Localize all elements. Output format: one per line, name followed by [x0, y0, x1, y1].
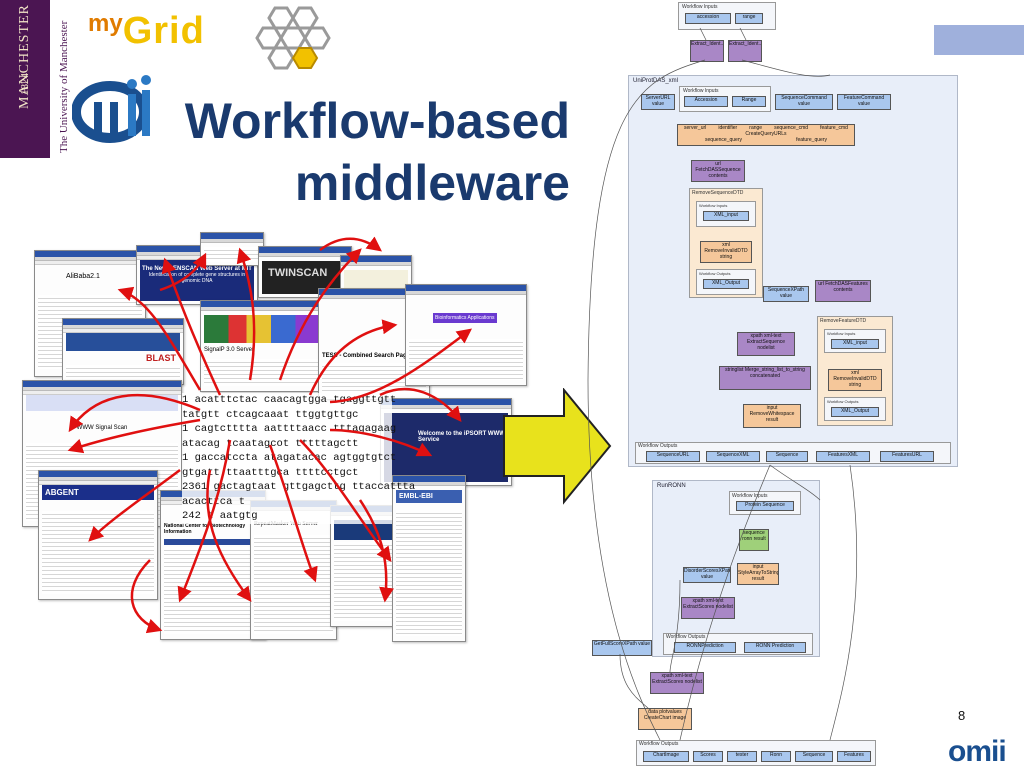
slide-title: Workflow-based middleware — [150, 90, 570, 214]
title-line-1: Workflow-based — [184, 93, 570, 149]
big-right-arrow-icon — [503, 388, 612, 505]
title-line-2: middleware — [294, 155, 570, 211]
extract-identifier2-box: Extract_Ident... — [728, 40, 762, 62]
runronn-panel: RunRONN Workflow Inputs Protein Sequence… — [652, 480, 820, 657]
create-chart-box: data plotvalues CreateChart image — [638, 708, 692, 730]
workflow-connectors — [587, 27, 858, 741]
page-number: 8 — [958, 708, 966, 723]
signalp-window: SignalP 3.0 Server — [200, 300, 330, 392]
omii-footer-logo: omii — [948, 735, 1007, 768]
ipsort-window: Welcome to the iPSORT WWW Service — [380, 398, 512, 486]
uniprotdas-panel: UniProtDAS_xml Workflow Inputs Accession… — [628, 75, 958, 467]
get-full-score-xpath-box: GetFullScoreXPath value — [592, 640, 652, 656]
mygrid-logo: myGrid — [88, 10, 205, 52]
extract-identifier-box: Extract_Ident... — [690, 40, 724, 62]
blast-window: BLAST — [62, 318, 184, 385]
wf1-outputs: Workflow Outputs SequenceURL SequenceXML… — [635, 442, 951, 464]
omii-logo-icon — [72, 75, 151, 143]
remove-feature-dtd-panel: RemoveFeatureDTD Workflow Inputs XML_inp… — [817, 316, 893, 426]
embl-window: EMBL-EBI — [392, 475, 466, 642]
hexagon-logo-icon — [255, 6, 331, 70]
manchester-logo: MANCHESTER 1824 — [0, 0, 50, 158]
remove-seq-dtd-panel: RemoveSequenceDTD Workflow Inputs XML_in… — [689, 188, 763, 298]
wf1-top-inputs: Workflow Inputs accession range — [678, 2, 776, 30]
extract-full-scores-box: xpath xml-text ExtractScores nodelist — [650, 672, 704, 694]
wf2-final-outputs: Workflow Outputs ChartImage Scores teste… — [636, 740, 876, 766]
connection-arrows — [67, 236, 472, 634]
header-bar — [934, 25, 1024, 55]
